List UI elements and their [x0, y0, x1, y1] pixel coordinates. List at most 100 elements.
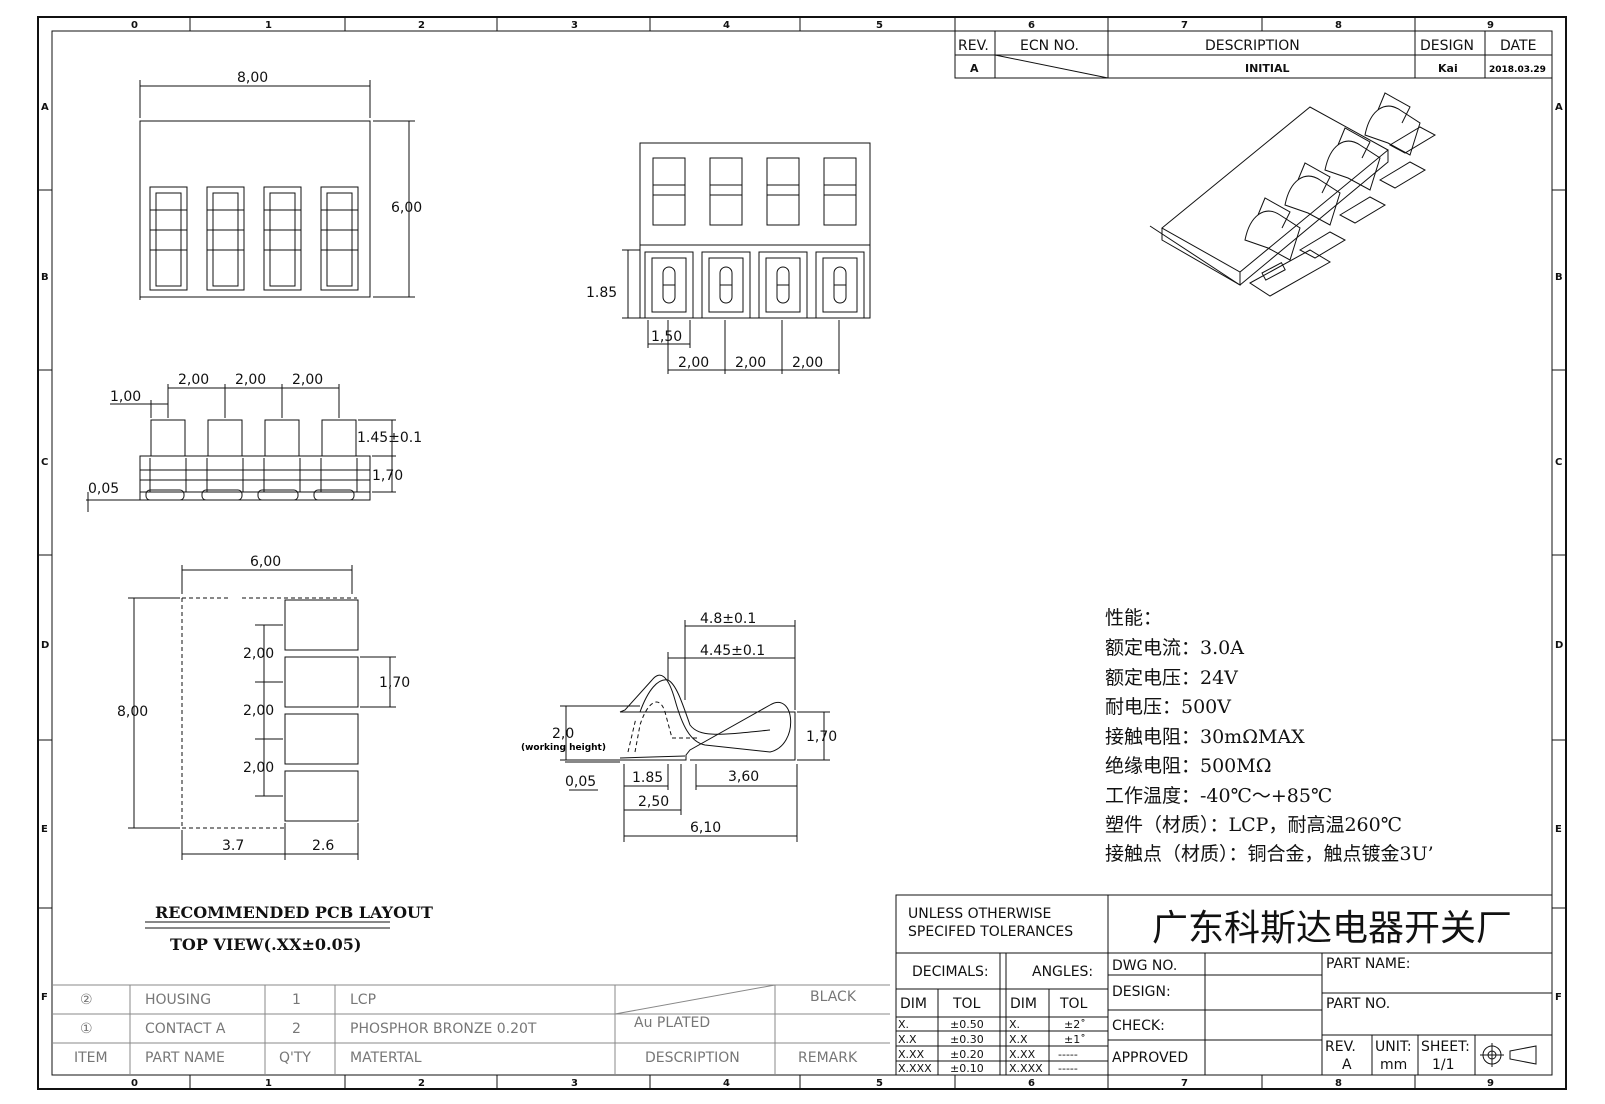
rev-label: REV.	[1325, 1039, 1356, 1055]
company-name: 广东科斯达电器开关厂	[1152, 908, 1512, 949]
bom-row-1-name: HOUSING	[145, 992, 211, 1008]
part-no-label: PART NO.	[1326, 996, 1390, 1012]
row-label-c-right: C	[1555, 457, 1562, 468]
bom-row-2-qty: 2	[292, 1021, 301, 1037]
spec-rated-current: 额定电流：3.0A	[1105, 637, 1244, 659]
tol-row-3-adim: X.XX	[1009, 1048, 1036, 1061]
pcb-layout: 6,00 8,00 2,00 2,00 2,00 1,70 3.7 2.6 RE…	[117, 554, 433, 954]
isometric-view	[1149, 92, 1437, 297]
row-label-e-left: E	[41, 824, 48, 835]
col-label-3-top: 3	[571, 20, 578, 31]
bom-row-1-remark: BLACK	[810, 989, 857, 1005]
pcb-pad-3	[284, 713, 359, 765]
description-header: DESCRIPTION	[1205, 38, 1300, 54]
dim-contact-c: 2,50	[638, 794, 669, 810]
dim-contact-gap: 0,05	[565, 774, 596, 790]
col-label-6-bottom: 6	[1028, 1078, 1035, 1089]
col-label-6-top: 6	[1028, 20, 1035, 31]
col-label-0-bottom: 0	[131, 1078, 138, 1089]
design-value: Kai	[1438, 62, 1458, 75]
tol-row-2-adim: X.X	[1009, 1033, 1028, 1046]
tol-row-4-dim: X.XXX	[898, 1062, 932, 1075]
dim-pcb-left: 3.7	[222, 838, 244, 854]
contact-profile: 4.8±0.1 4.45±0.1 2,0 (working height) 1,…	[521, 611, 837, 842]
sheet-value: 1/1	[1432, 1057, 1455, 1073]
pcb-pad-2	[284, 656, 359, 708]
tol-row-1-tol: ±0.50	[950, 1018, 984, 1031]
col-label-7-top: 7	[1181, 20, 1188, 31]
dim-top-width: 8,00	[237, 70, 268, 86]
tol-row-4-tol: ±0.10	[950, 1062, 984, 1075]
col-label-9-bottom: 9	[1487, 1078, 1494, 1089]
rev-value-block: A	[1342, 1057, 1352, 1073]
date-header: DATE	[1500, 38, 1536, 54]
design-header: DESIGN	[1420, 38, 1474, 54]
bom-header-name: PART NAME	[145, 1050, 225, 1066]
front-view: 1.85 1,50 2,00 2,00 2,00	[586, 142, 871, 374]
projection-symbol-icon	[1480, 1043, 1537, 1067]
part-name-label: PART NAME:	[1326, 956, 1411, 972]
spec-rated-voltage: 额定电压：24V	[1105, 667, 1238, 689]
dim-side-body-height: 1,70	[372, 468, 403, 484]
col-label-7-bottom: 7	[1181, 1078, 1188, 1089]
tol-row-1-dim: X.	[898, 1018, 909, 1031]
angles-label: ANGLES:	[1032, 964, 1093, 980]
decimals-label: DECIMALS:	[912, 964, 989, 980]
rev-value: A	[970, 62, 979, 75]
bom-table: ② HOUSING 1 LCP BLACK ① CONTACT A 2 PHOS…	[52, 984, 890, 1075]
angle-tol-header: TOL	[1059, 996, 1088, 1012]
dim-pcb-pitch-2: 2,00	[243, 703, 274, 719]
sheet-label: SHEET:	[1421, 1039, 1470, 1055]
specifications: 性能： 额定电流：3.0A 额定电压：24V 耐电压：500V 接触电阻：30m…	[1105, 607, 1434, 865]
dim-side-pitch-1: 2,00	[178, 372, 209, 388]
row-label-a-right: A	[1555, 102, 1563, 113]
bom-row-2-material: PHOSPHOR BRONZE 0.20T	[350, 1021, 537, 1037]
dim-front-pitch-3: 2,00	[792, 355, 823, 371]
tol-row-2-dim: X.X	[898, 1033, 917, 1046]
revision-table: REV. ECN NO. DESCRIPTION DESIGN DATE A I…	[954, 30, 1553, 79]
dim-contact-height: 2,0	[552, 726, 574, 742]
bom-row-2-name: CONTACT A	[145, 1021, 226, 1037]
bom-row-1-material: LCP	[350, 992, 376, 1008]
dim-side-gap: 0,05	[88, 481, 119, 497]
dim-pcb-pad-width: 2.6	[312, 838, 334, 854]
tol-row-2-tol: ±0.30	[950, 1033, 984, 1046]
row-label-b-right: B	[1555, 272, 1563, 283]
dim-contact-body-height: 1,70	[806, 729, 837, 745]
col-label-4-top: 4	[723, 20, 730, 31]
side-view: 2,00 2,00 2,00 1,00 1.45±0.1 1,70 0,05	[86, 372, 422, 512]
ecn-header: ECN NO.	[1020, 38, 1079, 54]
row-label-a-left: A	[41, 102, 49, 113]
pcb-note-subtitle: TOP VIEW(.XX±0.05)	[170, 935, 361, 954]
row-label-f-left: F	[41, 992, 48, 1003]
drawing-border: 0 1 2 3 4 5 6 7 8 9 0 1 2 3 4 5 6 7 8 9 …	[37, 16, 1567, 1090]
angle-dim-header: DIM	[1010, 996, 1037, 1012]
dim-pcb-width: 6,00	[250, 554, 281, 570]
approved-label: APPROVED	[1112, 1050, 1188, 1066]
bom-header-qty: Q'TY	[279, 1050, 311, 1066]
spec-withstand-voltage: 耐电压：500V	[1105, 696, 1231, 718]
bom-row-2-description: Au PLATED	[634, 1015, 710, 1031]
spec-heading: 性能：	[1105, 607, 1162, 629]
bom-header-material: MATERTAL	[350, 1050, 422, 1066]
dim-contact-total: 6,10	[690, 820, 721, 836]
dim-pcb-pitch-1: 2,00	[243, 646, 274, 662]
date-value: 2018.03.29	[1489, 65, 1546, 75]
dim-front-pitch-2: 2,00	[735, 355, 766, 371]
dim-contact-b: 3,60	[728, 769, 759, 785]
dim-side-pitch-3: 2,00	[292, 372, 323, 388]
rev-header: REV.	[958, 38, 989, 54]
unit-value: mm	[1380, 1057, 1407, 1073]
col-label-8-top: 8	[1335, 20, 1342, 31]
col-label-2-top: 2	[418, 20, 425, 31]
spec-contact-resistance: 接触电阻：30mΩMAX	[1105, 726, 1305, 748]
dim-side-pitch-2: 2,00	[235, 372, 266, 388]
col-label-5-top: 5	[876, 20, 883, 31]
tol-row-2-atol: ±1˚	[1064, 1033, 1086, 1046]
col-label-0-top: 0	[131, 20, 138, 31]
row-label-f-right: F	[1555, 992, 1562, 1003]
tol-row-4-adim: X.XXX	[1009, 1062, 1043, 1075]
col-label-2-bottom: 2	[418, 1078, 425, 1089]
pcb-pad-4	[284, 770, 359, 822]
